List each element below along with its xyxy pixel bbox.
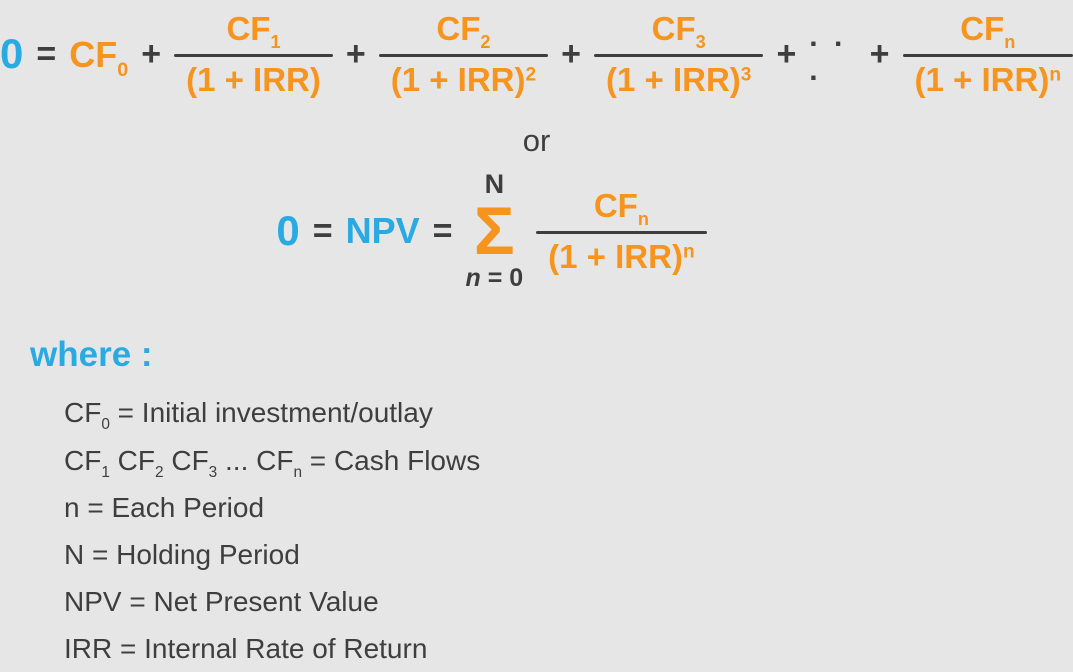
cf-subscript: n <box>637 208 649 229</box>
fraction-term-2: CF2 (1 + IRR)2 <box>378 10 549 99</box>
fraction-bar <box>536 230 707 234</box>
fraction-bar <box>174 53 333 57</box>
equals-sign: = <box>312 211 333 250</box>
numerator-cf1: CF1 <box>214 10 292 51</box>
cf-base: CF <box>436 10 481 47</box>
plus-sign: + <box>345 34 366 73</box>
fraction-summation-term: CFn (1 + IRR)n <box>536 186 707 276</box>
sigma-lower-limit: n = 0 <box>465 266 523 291</box>
ellipsis: ... <box>225 444 249 476</box>
equals-sign: = <box>36 34 57 73</box>
npv-symbol: NPV <box>345 210 420 252</box>
formula1-zero: 0 <box>0 30 24 78</box>
cf-subscript: 1 <box>101 463 110 481</box>
den-exponent: 3 <box>740 64 752 86</box>
definition-irr: IRR = Internal Rate of Return <box>64 633 428 665</box>
definition-npv: NPV = Net Present Value <box>64 586 379 618</box>
formula-summation: 0 = NPV = N Σ n = 0 CFn (1 + IRR)n <box>0 168 1028 292</box>
den-exponent: n <box>682 241 695 263</box>
den-base: (1 + IRR) <box>606 60 741 98</box>
den-base: (1 + IRR) <box>548 237 683 275</box>
fraction-bar <box>594 53 764 57</box>
fraction-term-n: CFn (1 + IRR)n <box>902 10 1073 99</box>
definitions-list: CF0 = Initial investment/outlay CF1 CF2 … <box>64 397 1073 665</box>
den-base: (1 + IRR) <box>914 60 1050 98</box>
sigma-index-var: n <box>465 264 481 293</box>
numerator-cfn: CFn <box>948 10 1027 51</box>
fraction-bar <box>378 53 549 57</box>
fraction-bar <box>902 53 1073 57</box>
plus-sign: + <box>869 34 890 73</box>
plus-sign: + <box>141 34 162 73</box>
denominator-1: (1 + IRR) <box>174 61 333 99</box>
den-base: (1 + IRR) <box>186 60 321 98</box>
denominator-n: (1 + IRR)n <box>903 61 1073 99</box>
cf-base: CF <box>960 10 1005 47</box>
definition-text: = Initial investment/outlay <box>109 397 433 429</box>
sigma-icon: Σ <box>473 192 515 269</box>
den-base: (1 + IRR) <box>390 60 526 98</box>
fraction-term-3: CF3 (1 + IRR)3 <box>594 10 764 99</box>
cf-subscript: 2 <box>480 32 491 53</box>
definition-text: = Cash Flows <box>302 444 481 476</box>
cf-subscript: 2 <box>155 463 164 481</box>
cf-subscript: 1 <box>270 32 281 53</box>
cf0-subscript: 0 <box>117 58 129 81</box>
summation-operator: N Σ n = 0 <box>465 168 523 292</box>
cf-base: CF <box>651 10 696 47</box>
definition-cashflows: CF1 CF2 CF3 ... CFn = Cash Flows <box>64 444 1073 480</box>
definition-cf0: CF0 = Initial investment/outlay <box>64 397 1073 432</box>
term-cf0: CF0 <box>69 33 128 79</box>
cf-subscript: 3 <box>695 32 706 53</box>
cf-base: CF <box>226 10 271 47</box>
sigma-upper-limit: N <box>484 168 505 199</box>
den-exponent: 2 <box>525 64 537 86</box>
numerator-cf2: CF2 <box>424 10 502 51</box>
cf-base: CF <box>171 444 209 476</box>
ellipsis: . . . <box>809 20 847 88</box>
numerator-cfn: CFn <box>582 186 661 228</box>
numerator-cf3: CF3 <box>640 10 718 51</box>
den-exponent: n <box>1049 64 1061 86</box>
or-separator: or <box>522 122 551 158</box>
cf-base: CF <box>117 444 155 476</box>
cf-subscript: 3 <box>208 463 218 481</box>
cf-base: CF <box>64 397 102 429</box>
sigma-index-start: = 0 <box>480 264 524 293</box>
cf-subscript: 0 <box>101 416 110 434</box>
denominator-n: (1 + IRR)n <box>536 238 706 276</box>
cf-base: CF <box>256 444 294 476</box>
formula2-zero: 0 <box>276 207 300 255</box>
cf-base: CF <box>593 186 638 224</box>
cf-subscript: n <box>293 463 303 481</box>
fraction-term-1: CF1 (1 + IRR) <box>174 10 333 99</box>
cf-subscript: n <box>1004 32 1016 53</box>
where-heading: where : <box>30 335 153 375</box>
equals-sign: = <box>432 211 453 250</box>
denominator-3: (1 + IRR)3 <box>594 61 763 99</box>
definition-n: n = Each Period <box>64 491 265 523</box>
denominator-2: (1 + IRR)2 <box>379 61 548 99</box>
cf0-base: CF <box>69 33 118 75</box>
plus-sign: + <box>561 34 582 73</box>
cf-base: CF <box>64 444 102 476</box>
definition-N: N = Holding Period <box>64 538 300 570</box>
formula-expanded: 0 = CF0 + CF1 (1 + IRR) + CF2 (1 + IRR)2… <box>0 0 1073 99</box>
plus-sign: + <box>776 34 797 73</box>
